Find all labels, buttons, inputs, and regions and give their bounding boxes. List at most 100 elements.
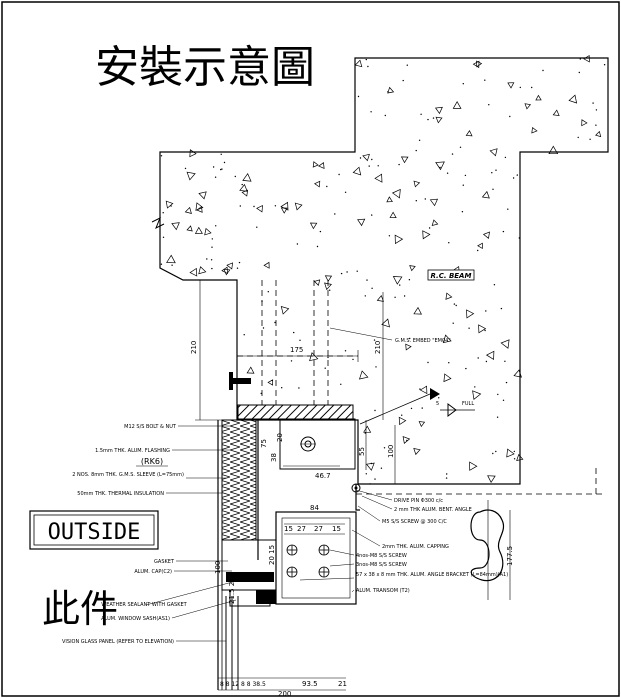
dim-200: 200 [278, 690, 291, 698]
anchor-rods [237, 280, 358, 405]
concrete-dot [504, 360, 506, 362]
break-line [151, 216, 165, 230]
concrete-aggregate-mark [184, 206, 192, 214]
concrete-dot [421, 407, 423, 409]
concrete-aggregate-mark [442, 334, 452, 344]
concrete-dot [513, 458, 516, 460]
concrete-aggregate-mark [500, 339, 510, 349]
dim-21-5-21: 21.5 21 [228, 577, 236, 604]
concrete-dot [367, 65, 369, 68]
concrete-dot [368, 165, 370, 167]
concrete-dot [502, 399, 505, 401]
concrete-dot [474, 386, 476, 388]
concrete-dot [293, 331, 295, 334]
concrete-dot [370, 111, 372, 113]
concrete-aggregate-mark [195, 202, 204, 211]
concrete-dot [518, 237, 520, 239]
concrete-dot [371, 287, 373, 289]
concrete-dot [531, 86, 533, 89]
concrete-dot [403, 295, 406, 297]
concrete-dot [495, 450, 497, 453]
dim-210-right: 210 [374, 341, 382, 354]
concrete-dot [369, 483, 371, 485]
concrete-aggregate-mark [374, 173, 383, 183]
concrete-dot [316, 245, 319, 248]
note-angle-bracket: 57 x 38 x 8 mm THK. ALUM. ANGLE BRACKET … [356, 572, 508, 578]
concrete-aggregate-mark [354, 59, 363, 68]
concrete-aggregate-mark [312, 161, 319, 168]
alum-cap [226, 572, 274, 582]
dim-75: 75 [260, 439, 268, 448]
concrete-dot [364, 295, 366, 297]
concrete-aggregate-mark [186, 225, 193, 232]
dim-15b: 15 [332, 525, 341, 533]
concrete-dot [274, 321, 276, 324]
concrete-aggregate-mark [309, 222, 318, 230]
concrete-aggregate-mark [313, 279, 321, 286]
concrete-aggregate-mark [418, 421, 426, 428]
dim-bottom-small: 8 8 12 8 8 38.5 [220, 681, 266, 688]
concrete-dot [477, 249, 479, 252]
concrete-aggregate-mark [516, 453, 524, 461]
concrete-dot [334, 213, 336, 215]
dim-46-7: 46.7 [315, 472, 331, 480]
bent-angle [355, 484, 360, 511]
concrete-dot [438, 397, 440, 399]
concrete-dot [329, 289, 331, 291]
concrete-dot [357, 95, 360, 98]
concrete-dot [234, 175, 236, 178]
concrete-dot [410, 407, 413, 410]
concrete-dot [340, 272, 343, 275]
concrete-dot [493, 284, 496, 286]
concrete-dot [513, 450, 515, 453]
concrete-aggregate-mark [568, 94, 578, 104]
concrete-dot [319, 230, 322, 233]
concrete-aggregate-mark [583, 54, 590, 63]
concrete-aggregate-mark [166, 254, 176, 264]
leader-lines-left [145, 425, 241, 642]
concrete-aggregate-mark [419, 385, 428, 395]
concrete-dot [211, 238, 213, 240]
concrete-dot [502, 230, 505, 233]
concrete-dot [374, 478, 376, 480]
concrete-aggregate-mark [314, 180, 321, 188]
concrete-dot [509, 115, 511, 118]
concrete-dot [448, 362, 450, 364]
concrete-dot [492, 188, 494, 190]
concrete-dot [519, 86, 521, 89]
concrete-dot [461, 211, 464, 213]
dim-177-5: 177.5 [506, 546, 514, 566]
leader-lines-right [299, 327, 393, 593]
concrete-aggregate-mark [507, 82, 515, 89]
outside-box [29, 510, 159, 550]
dim-38: 38 [270, 453, 278, 462]
concrete-dot [365, 58, 367, 61]
concrete-dot [439, 166, 441, 169]
note-3nos-screw: 3nos-M8 S/S SCREW [356, 562, 407, 568]
piece-label: 此件 [42, 587, 118, 631]
concrete-dot [356, 270, 358, 272]
dim-27a: 27 [297, 525, 306, 533]
concrete-aggregate-mark [196, 205, 203, 213]
left-notes: M12 S/S BOLT & NUT 1.5mm THK. ALUM. FLAS… [62, 424, 188, 645]
concrete-aggregate-mark [256, 205, 263, 213]
concrete-dot [492, 452, 494, 455]
concrete-aggregate-mark [506, 448, 515, 458]
concrete-aggregate-mark [434, 106, 443, 115]
concrete-dot [406, 64, 408, 66]
concrete-aggregate-mark [324, 275, 333, 282]
concrete-dot [445, 477, 448, 479]
concrete-aggregate-mark [466, 309, 475, 319]
concrete-dot [346, 271, 348, 273]
concrete-dot [451, 153, 454, 155]
concrete-dot [465, 367, 467, 370]
concrete-dot [428, 227, 431, 229]
concrete-dot [446, 172, 449, 174]
concrete-aggregate-mark [478, 324, 487, 334]
concrete-dot [383, 447, 386, 449]
concrete-dot [260, 392, 262, 395]
concrete-aggregate-mark [239, 183, 248, 192]
dim-175: 175 [290, 346, 303, 354]
concrete-dot [542, 69, 544, 72]
